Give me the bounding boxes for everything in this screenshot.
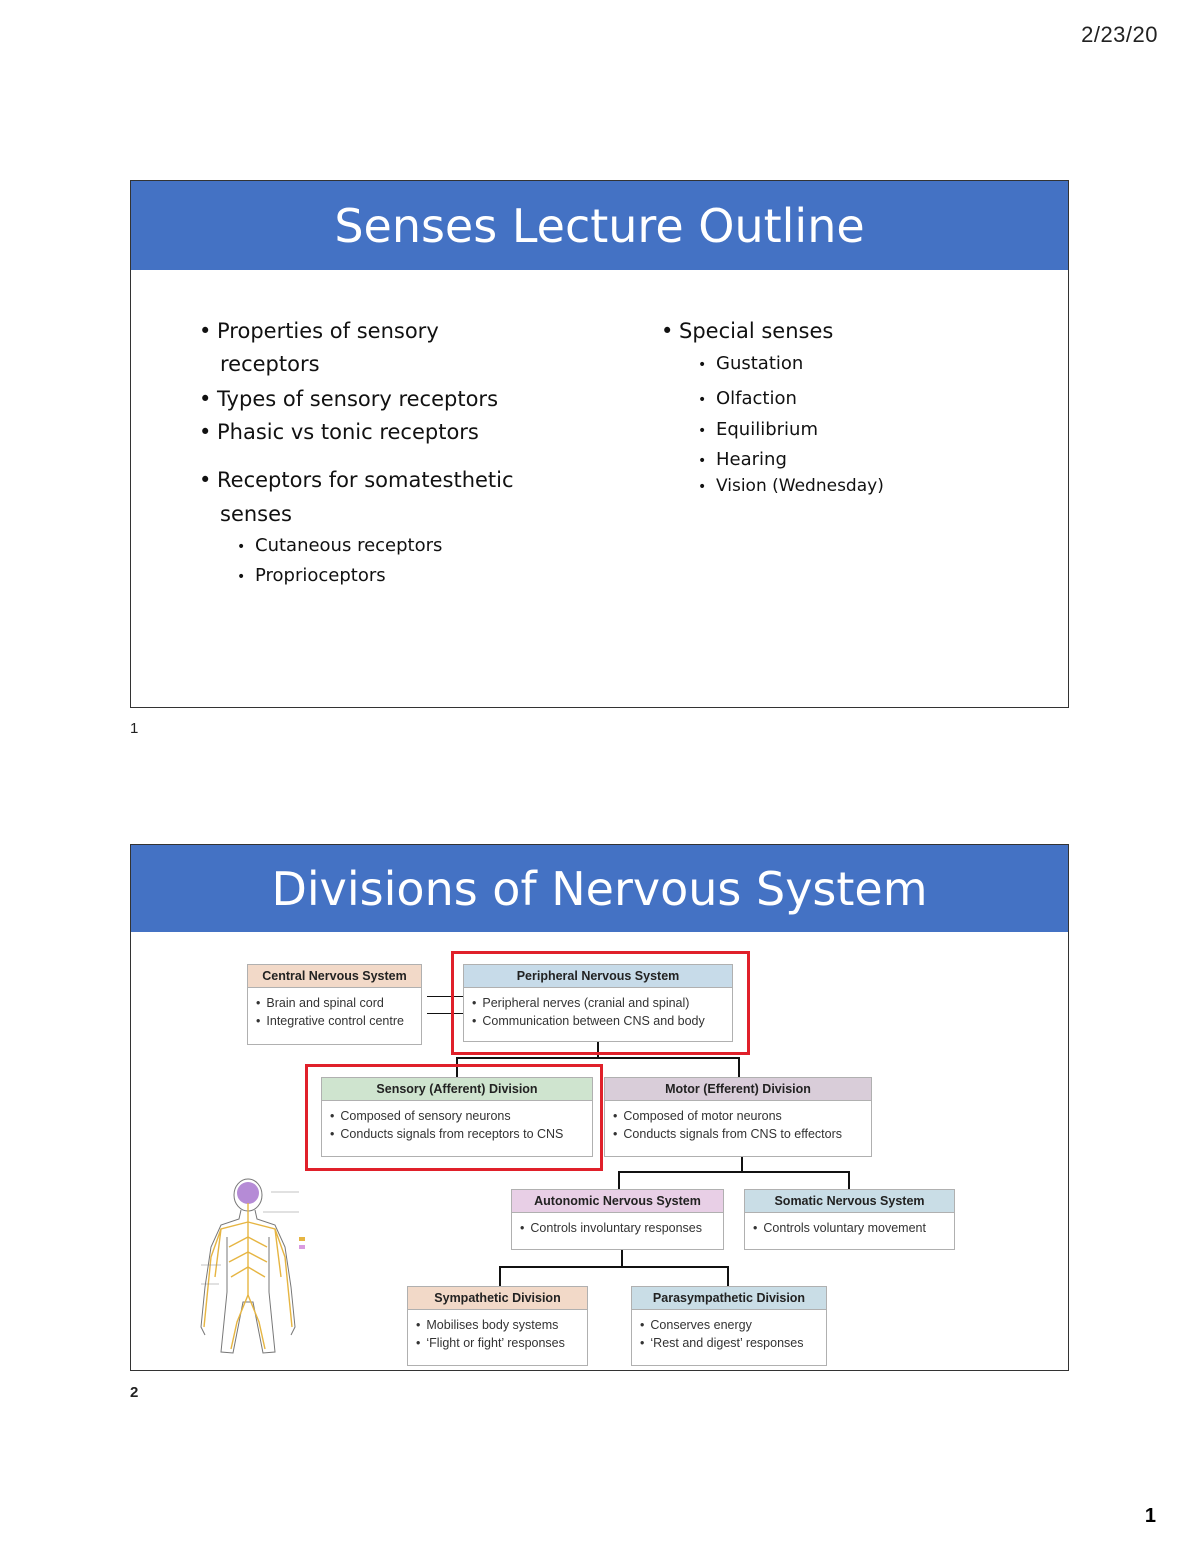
outline-item: •Types of sensory receptors: [199, 384, 498, 414]
list-item: Mobilises body systems: [416, 1316, 579, 1334]
slide-2-title: Divisions of Nervous System: [271, 861, 928, 916]
slide-2: Divisions of Nervous System Central Nerv…: [130, 844, 1069, 1371]
connector-line: [621, 1250, 623, 1266]
slide-2-title-bar: Divisions of Nervous System: [131, 845, 1068, 932]
document-date: 2/23/20: [1081, 22, 1158, 47]
sensory-highlight: [305, 1064, 603, 1171]
connector-line: [456, 1057, 740, 1059]
slide-1-title: Senses Lecture Outline: [334, 198, 865, 253]
motor-division-box: Motor (Efferent) Division Composed of mo…: [604, 1077, 872, 1157]
pns-title: Peripheral Nervous System: [464, 965, 732, 988]
slide-2-number: 2: [130, 1384, 139, 1401]
sympathetic-title: Sympathetic Division: [408, 1287, 587, 1310]
slide-1-title-bar: Senses Lecture Outline: [131, 181, 1068, 270]
list-item: Conducts signals from receptors to CNS: [330, 1125, 584, 1143]
connector-line: [499, 1266, 729, 1268]
outline-item-cont: senses: [220, 502, 292, 526]
list-item: Composed of sensory neurons: [330, 1107, 584, 1125]
list-item: ‘Rest and digest’ responses: [640, 1334, 818, 1352]
bullet-icon: •: [199, 420, 212, 444]
connector-line: [618, 1171, 850, 1173]
bullet-icon: •: [698, 453, 707, 469]
bullet-icon: •: [698, 423, 707, 439]
cns-title: Central Nervous System: [248, 965, 421, 988]
bullet-icon: •: [237, 539, 246, 555]
list-item: ‘Flight or fight’ responses: [416, 1334, 579, 1352]
bullet-icon: •: [698, 392, 707, 408]
autonomic-title: Autonomic Nervous System: [512, 1190, 723, 1213]
outline-item-cont: receptors: [220, 352, 320, 376]
outline-item: •Special senses: [661, 316, 833, 346]
outline-subitem: •Olfaction: [698, 388, 797, 409]
bullet-icon: •: [698, 479, 707, 495]
sympathetic-box: Sympathetic Division Mobilises body syst…: [407, 1286, 588, 1366]
connector-line: [499, 1266, 501, 1286]
outline-subitem: •Vision (Wednesday): [698, 476, 884, 496]
bullet-icon: •: [199, 319, 212, 343]
list-item: Communication between CNS and body: [472, 1012, 724, 1030]
pns-box: Peripheral Nervous System Peripheral ner…: [463, 964, 733, 1042]
list-item: Controls voluntary movement: [753, 1219, 946, 1237]
outline-subitem: •Gustation: [698, 353, 804, 374]
cns-box: Central Nervous System Brain and spinal …: [247, 964, 422, 1045]
bullet-icon: •: [199, 387, 212, 411]
connector-line: [738, 1057, 740, 1077]
connector-line: [741, 1157, 743, 1171]
parasympathetic-title: Parasympathetic Division: [632, 1287, 826, 1310]
bullet-icon: •: [698, 357, 707, 373]
page-number: 1: [1144, 1505, 1156, 1527]
somatic-box: Somatic Nervous System Controls voluntar…: [744, 1189, 955, 1250]
connector-line: [618, 1171, 620, 1189]
outline-item: •Phasic vs tonic receptors: [199, 417, 479, 447]
outline-item: •Properties of sensory: [199, 316, 439, 346]
outline-item: •Receptors for somatesthetic: [199, 465, 514, 495]
list-item: Integrative control centre: [256, 1012, 413, 1030]
motor-title: Motor (Efferent) Division: [605, 1078, 871, 1101]
list-item: Peripheral nerves (cranial and spinal): [472, 994, 724, 1012]
list-item: Composed of motor neurons: [613, 1107, 863, 1125]
autonomic-box: Autonomic Nervous System Controls involu…: [511, 1189, 724, 1250]
sensory-division-box: Sensory (Afferent) Division Composed of …: [321, 1077, 593, 1157]
slide-1: Senses Lecture Outline •Properties of se…: [130, 180, 1069, 708]
connector-line: [597, 1040, 599, 1058]
bullet-icon: •: [199, 468, 212, 492]
outline-subitem: •Equilibrium: [698, 419, 818, 440]
connector-arrow: [427, 1013, 463, 1014]
connector-line: [848, 1171, 850, 1189]
connector-line: [727, 1266, 729, 1286]
human-nervous-system-illustration: [200, 1178, 305, 1354]
outline-subitem: •Hearing: [698, 449, 787, 470]
connector-arrow: [427, 996, 463, 997]
slide-1-number: 1: [130, 720, 139, 737]
list-item: Conserves energy: [640, 1316, 818, 1334]
outline-subitem: •Proprioceptors: [237, 565, 386, 586]
list-item: Brain and spinal cord: [256, 994, 413, 1012]
list-item: Conducts signals from CNS to effectors: [613, 1125, 863, 1143]
bullet-icon: •: [237, 569, 246, 585]
somatic-title: Somatic Nervous System: [745, 1190, 954, 1213]
list-item: Controls involuntary responses: [520, 1219, 715, 1237]
outline-subitem: •Cutaneous receptors: [237, 535, 443, 556]
connector-line: [456, 1057, 458, 1077]
sensory-title: Sensory (Afferent) Division: [322, 1078, 592, 1101]
bullet-icon: •: [661, 319, 674, 343]
parasympathetic-box: Parasympathetic Division Conserves energ…: [631, 1286, 827, 1366]
pns-highlight: [451, 951, 750, 1055]
